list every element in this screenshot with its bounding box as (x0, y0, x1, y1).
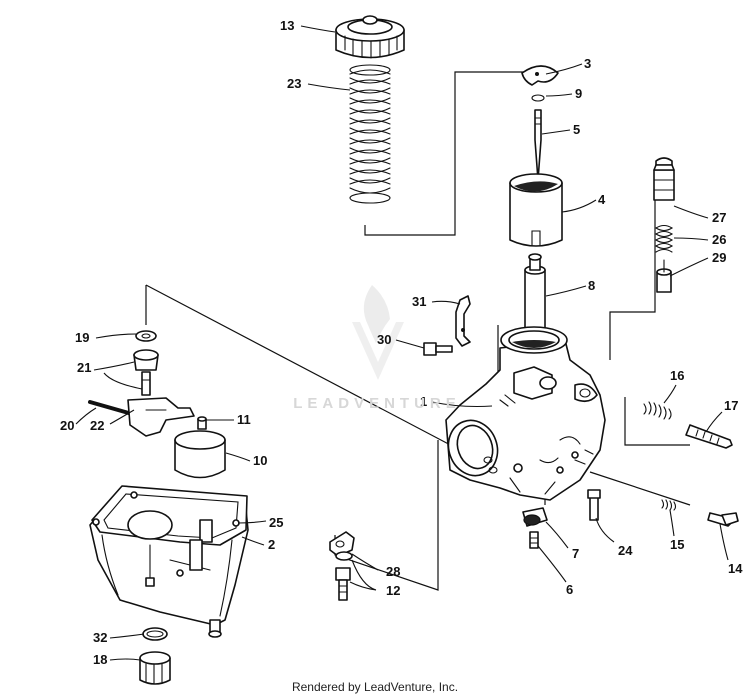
callout-6: 6 (566, 582, 573, 597)
carburetor-body-part-1 (445, 326, 606, 501)
callout-3: 3 (584, 56, 591, 71)
leader-lines (75, 25, 729, 661)
needle-retainer-part-3 (521, 65, 559, 86)
o-ring-part-32 (142, 627, 168, 641)
callout-30: 30 (377, 332, 391, 347)
callout-28: 28 (386, 564, 400, 579)
screw-part-17 (685, 424, 733, 449)
pilot-plunger-part-29 (656, 259, 672, 293)
throttle-shaft-part-8 (524, 253, 546, 331)
float-bowl-part-2 (89, 485, 249, 638)
watermark-logo (352, 285, 404, 380)
needle-valve-seat-part-21 (133, 349, 159, 396)
callout-32: 32 (93, 630, 107, 645)
callout-16: 16 (670, 368, 684, 383)
drain-plug-part-18 (139, 651, 171, 685)
callout-14: 14 (728, 561, 743, 576)
pilot-spring-part-26 (655, 224, 674, 253)
callout-18: 18 (93, 652, 107, 667)
callout-21: 21 (77, 360, 91, 375)
callout-7: 7 (572, 546, 579, 561)
callout-11: 11 (237, 412, 251, 427)
fitting-part-27 (653, 157, 675, 201)
screw-part-12 (335, 567, 351, 601)
callout-9: 9 (575, 86, 582, 101)
callout-1: 1 (420, 394, 427, 409)
throttle-spring-part-23 (349, 64, 391, 204)
callout-19: 19 (75, 330, 89, 345)
bracket-part-31 (455, 295, 471, 347)
render-credit: Rendered by LeadVenture, Inc. (291, 680, 459, 694)
callout-8: 8 (588, 278, 595, 293)
e-clip-part-9 (531, 94, 545, 102)
callout-labels: 13 23 3 9 5 4 8 31 30 1 27 26 29 16 17 1… (60, 18, 743, 667)
main-jet-part-6 (529, 531, 539, 549)
spring-part-16 (643, 401, 672, 420)
callout-29: 29 (712, 250, 726, 265)
float-pin-part-20 (88, 400, 134, 416)
callout-20: 20 (60, 418, 74, 433)
callout-23: 23 (287, 76, 301, 91)
callout-27: 27 (712, 210, 726, 225)
jet-needle-part-5 (534, 109, 542, 181)
carburetor-cap-part-13 (335, 15, 405, 59)
callout-17: 17 (724, 398, 738, 413)
spring-part-15 (661, 499, 677, 511)
callout-22: 22 (90, 418, 104, 433)
callout-4: 4 (598, 192, 606, 207)
float-part-10 (174, 430, 226, 479)
callout-24: 24 (618, 543, 633, 558)
callout-13: 13 (280, 18, 294, 33)
callout-25: 25 (269, 515, 283, 530)
screw-part-14 (707, 512, 739, 527)
washer-part-19 (135, 330, 157, 342)
jet-part-24 (587, 489, 601, 521)
callout-15: 15 (670, 537, 684, 552)
callout-5: 5 (573, 122, 580, 137)
callout-10: 10 (253, 453, 267, 468)
callout-31: 31 (412, 294, 426, 309)
float-arm-part-22 (127, 397, 195, 437)
washer-part-28 (329, 531, 355, 561)
callout-12: 12 (386, 583, 400, 598)
callout-2: 2 (268, 537, 275, 552)
watermark-text: LEADVENTURE (293, 395, 461, 412)
screw-part-11 (197, 416, 207, 430)
callout-26: 26 (712, 232, 726, 247)
screw-part-30 (423, 342, 453, 356)
needle-jet-part-7 (522, 507, 548, 527)
throttle-slide-part-4 (509, 173, 563, 247)
